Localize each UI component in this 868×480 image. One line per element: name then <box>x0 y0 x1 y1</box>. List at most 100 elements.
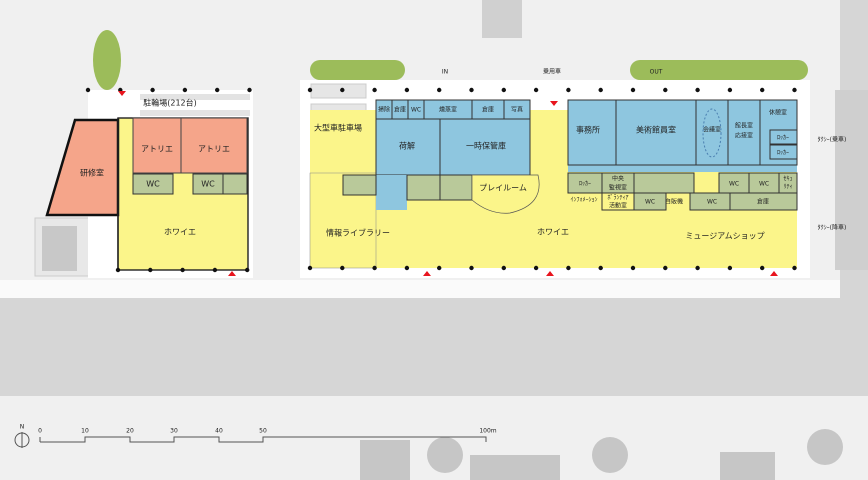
column-dot <box>760 265 765 271</box>
column-dot <box>404 265 410 271</box>
room-label: ﾎﾞﾗﾝﾃｨｱ <box>607 195 628 202</box>
column-dot <box>727 87 733 93</box>
passenger-car-label: 乗用車 <box>543 68 561 76</box>
room-label: 自販機 <box>665 198 683 206</box>
room-label: 写真 <box>511 106 523 114</box>
room-label: 倉庫 <box>757 198 769 206</box>
wc-label: WC <box>146 180 160 189</box>
column-dot <box>533 265 539 271</box>
column-dot <box>372 265 377 271</box>
playroom <box>471 174 540 214</box>
column-dot <box>245 267 250 273</box>
room-label: WC <box>707 199 717 206</box>
column-dot <box>404 87 410 93</box>
column-dot <box>182 87 188 93</box>
room-label: ホワイエ <box>537 228 569 237</box>
column-dot <box>566 265 571 271</box>
column-dot <box>469 87 474 93</box>
atelier-room <box>132 117 182 174</box>
column-dot <box>663 87 668 93</box>
column-dot <box>148 267 153 273</box>
column-dot <box>247 87 252 93</box>
admin-rooms <box>567 99 798 166</box>
bike-parking-label: 駐輪場(212台) <box>143 98 197 108</box>
room-label: WC <box>729 181 739 188</box>
column-dot <box>340 87 345 93</box>
room-label: WC <box>759 181 769 188</box>
room-label: 一時保管庫 <box>466 141 506 151</box>
svg-text:0: 0 <box>38 428 42 435</box>
column-dot <box>340 265 345 271</box>
room-label: ｲﾝﾌｫﾒｰｼｮﾝ <box>570 197 597 204</box>
foyer-label: ホワイエ <box>164 228 196 237</box>
column-dot <box>212 267 218 273</box>
room-label: 荷解 <box>399 141 415 151</box>
service-rooms-mid <box>342 174 473 201</box>
column-dot <box>85 87 91 93</box>
taxi-dropoff-label: ﾀｸｼｰ(降車) <box>818 224 847 232</box>
room-label: 会議室 <box>703 126 721 134</box>
svg-text:30: 30 <box>170 428 178 435</box>
wc-room <box>132 173 174 195</box>
block-north-building <box>482 0 522 38</box>
atelier-label: アトリエ <box>141 145 173 154</box>
column-dot <box>760 87 765 93</box>
atelier-label: アトリエ <box>198 145 230 154</box>
svg-text:N: N <box>20 424 25 431</box>
room-label: 事務所 <box>576 125 600 135</box>
column-dot <box>469 265 474 271</box>
unloading-corridor <box>376 175 407 210</box>
column-dot <box>501 87 506 93</box>
entrance-markers <box>118 91 778 276</box>
column-dot <box>630 87 636 93</box>
column-dot <box>598 87 603 93</box>
volunteer-room <box>601 192 635 211</box>
room-label: ﾛｯｶｰ <box>777 150 789 157</box>
column-dot <box>215 87 220 93</box>
taxi-pickup-label: ﾀｸｼｰ(乗車) <box>818 136 847 144</box>
service-block-east <box>567 172 798 211</box>
out-label: OUT <box>650 69 663 76</box>
atelier-room <box>180 117 248 174</box>
neighbor-buildings <box>360 429 843 480</box>
bus-parking-label: 大型車駐車場 <box>314 123 362 133</box>
tree-area <box>310 60 405 80</box>
street-south <box>0 298 868 396</box>
room-label: WC <box>411 107 421 114</box>
room-label: 倉庫 <box>482 106 494 114</box>
room-label: プレイルーム <box>479 184 527 193</box>
room-label: 館長室 <box>735 122 753 130</box>
column-dot <box>598 265 603 271</box>
room-label: 監視室 <box>609 184 627 192</box>
column-dot <box>695 87 700 93</box>
column-dot <box>115 267 121 273</box>
meeting-table <box>702 108 722 158</box>
service-room <box>222 173 248 195</box>
room-label: ｾｷｭ <box>783 176 792 183</box>
room-label: ミュージアムショップ <box>685 232 764 241</box>
tree-area <box>630 60 808 80</box>
room-label: 掃除 <box>378 106 390 114</box>
column-dot <box>501 265 506 271</box>
room-label: 中央 <box>612 175 624 183</box>
sidewalk-south <box>0 280 868 298</box>
room-label: 応接室 <box>735 132 753 140</box>
wc-label: WC <box>201 180 215 189</box>
column-dot <box>533 87 539 93</box>
training-room <box>45 118 120 217</box>
column-dot <box>307 87 313 93</box>
room-label: WC <box>645 199 655 206</box>
column-dot <box>727 265 733 271</box>
room-label: 情報ライブラリー <box>326 228 390 238</box>
column-dot <box>695 265 700 271</box>
room-label: ﾛｯｶｰ <box>579 181 591 188</box>
column-dot <box>437 87 442 93</box>
column-dot <box>792 265 797 271</box>
room-label: 美術館員室 <box>636 125 676 135</box>
column-dot <box>566 87 571 93</box>
in-label: IN <box>442 69 448 76</box>
room-label: 活動室 <box>609 202 627 210</box>
room-label: ﾛｯｶｰ <box>777 135 789 142</box>
svg-text:100m: 100m <box>479 428 496 435</box>
